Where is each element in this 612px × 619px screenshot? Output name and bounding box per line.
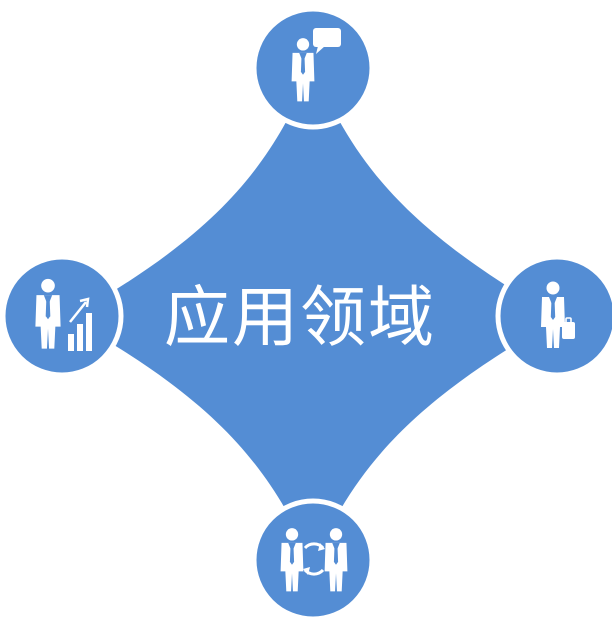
businessman-growth-chart-icon (35, 278, 92, 351)
businessman-speech-bubble-icon (291, 28, 341, 102)
center-star-shape (68, 65, 560, 565)
businessmen-exchange-icon (280, 528, 348, 592)
businessman-briefcase-icon (541, 281, 575, 348)
node-right[interactable] (495, 254, 612, 378)
node-left[interactable] (0, 254, 124, 378)
node-bottom[interactable] (251, 498, 375, 619)
node-top[interactable] (251, 6, 375, 130)
